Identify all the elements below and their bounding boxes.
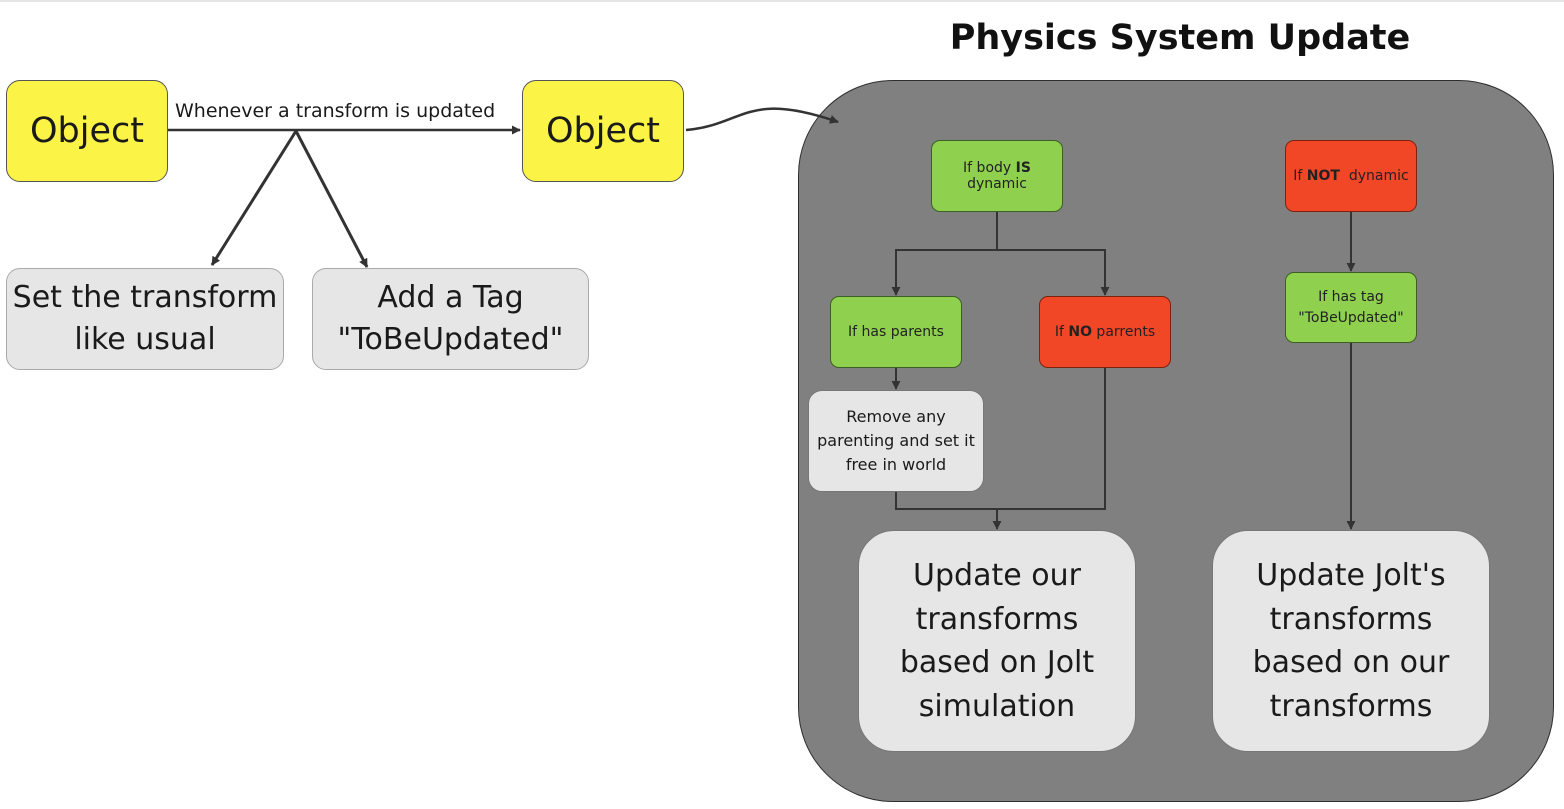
if-not-dynamic-node[interactable]: If NOT dynamic <box>1285 140 1417 212</box>
object-node-left-label: Object <box>30 111 144 151</box>
if-has-parents-label: If has parents <box>848 324 944 340</box>
object-node-right[interactable]: Object <box>522 80 684 182</box>
if-no-parents-node[interactable]: If NO parrents <box>1039 296 1171 368</box>
set-transform-text: Set the transform like usual <box>12 280 278 357</box>
arrow-dynamic-to-no-parents <box>997 249 1110 296</box>
object-node-right-label: Object <box>546 111 660 151</box>
arrow-object-to-panel <box>685 107 839 132</box>
if-no-parents-label: If NO parrents <box>1054 324 1156 340</box>
remove-parenting-text: Remove any parenting and set it free in … <box>817 407 975 474</box>
if-not-dynamic-label: If NOT dynamic <box>1293 168 1409 184</box>
if-has-parents-node[interactable]: If has parents <box>830 296 962 368</box>
object-node-left[interactable]: Object <box>6 80 168 182</box>
remove-parenting-node[interactable]: Remove any parenting and set it free in … <box>808 390 984 492</box>
set-transform-node[interactable]: Set the transform like usual <box>6 268 284 370</box>
arrow-remove-to-update-ours <box>895 492 1002 530</box>
if-has-tag-label: If has tag "ToBeUpdated" <box>1298 288 1404 326</box>
top-border <box>0 0 1564 2</box>
arrow-no-parents-to-update-ours <box>997 368 1106 510</box>
add-tag-node[interactable]: Add a Tag "ToBeUpdated" <box>312 268 589 370</box>
arrow-dynamic-to-has-parents <box>891 212 998 296</box>
edge-label-transform-updated: Whenever a transform is updated <box>175 100 496 122</box>
update-our-transforms-node[interactable]: Update our transforms based on Jolt simu… <box>858 530 1136 752</box>
diagram-title: Physics System Update <box>949 18 1411 58</box>
if-dynamic-label: If body IS dynamic <box>963 160 1031 192</box>
update-jolt-transforms-text: Update Jolt's transforms based on our tr… <box>1252 558 1450 724</box>
update-jolt-transforms-node[interactable]: Update Jolt's transforms based on our tr… <box>1212 530 1490 752</box>
arrow-to-add-tag <box>294 130 369 268</box>
add-tag-text: Add a Tag "ToBeUpdated" <box>337 280 564 357</box>
if-dynamic-node[interactable]: If body IS dynamic <box>931 140 1063 212</box>
if-has-tag-node[interactable]: If has tag "ToBeUpdated" <box>1285 272 1417 343</box>
arrow-to-set-transform <box>210 130 298 266</box>
update-our-transforms-text: Update our transforms based on Jolt simu… <box>899 558 1095 724</box>
